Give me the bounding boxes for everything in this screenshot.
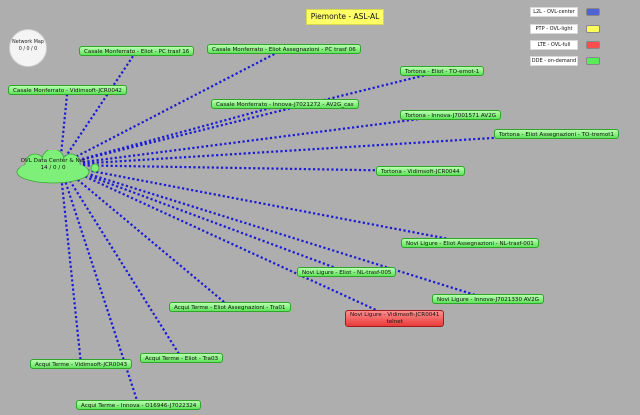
- node-acqui-vidimsoft[interactable]: Acqui Terme - Vidimsoft-JCR0043: [30, 359, 133, 369]
- node-tortona-eliot-assegnazioni[interactable]: Tortona - Eliot Assegnazioni - TO-tremot…: [494, 129, 620, 139]
- link-n16: [58, 164, 140, 406]
- node-tortona-innova[interactable]: Tortona - Innova-J7001571 AV2G: [400, 110, 502, 120]
- link-n14: [59, 164, 183, 359]
- link-n9: [59, 163, 471, 245]
- node-novi-eliot[interactable]: Novi Ligure - Eliot - NL-trasf-005: [297, 267, 397, 277]
- link-n15: [58, 164, 83, 365]
- legend-swatch-dde: [586, 57, 600, 65]
- link-n5: [59, 102, 286, 167]
- node-tortona-vidimsoft[interactable]: Tortona - Vidimsoft-JCR0044: [376, 166, 465, 176]
- node-casale-innova[interactable]: Casale Monferrato - Innova-J7021272 - AV…: [211, 99, 359, 109]
- link-n3: [58, 89, 69, 166]
- link-n2: [59, 48, 285, 166]
- datacenter-label: OVL Data Center & Net: [20, 158, 86, 164]
- legend-swatch-l2l: [586, 8, 600, 16]
- datacenter-counts: 14 / 0 / 0: [40, 165, 66, 171]
- node-casale-eliot-assegnazioni[interactable]: Casale Monferrato - Eliot Assegnazioni -…: [207, 44, 361, 54]
- node-tortona-eliot[interactable]: Tortona - Eliot - TO-emot-1: [400, 66, 485, 76]
- node-acqui-eliot[interactable]: Acqui Terme - Eliot - Tra03: [140, 353, 224, 363]
- node-acqui-innova[interactable]: Acqui Terme - Innova - O16946-J7022324: [76, 400, 202, 410]
- node-novi-vidimsoft-alarm[interactable]: Novi Ligure - Vidimsoft-JCR0041 telnet: [345, 310, 445, 327]
- link-n12: [59, 164, 395, 320]
- node-novi-eliot-assegnazioni[interactable]: Novi Ligure - Eliot Assegnazioni - NL-tr…: [401, 238, 539, 248]
- node-novi-innova[interactable]: Novi Ligure - Innova-J7021330 AV2G: [432, 294, 544, 304]
- map-title: Piemonte - ASL-AL: [306, 9, 384, 25]
- link-n13: [59, 164, 231, 308]
- node-acqui-eliot-assegnazioni[interactable]: Acqui Terme - Eliot Assegnazioni - Tra01: [169, 302, 291, 312]
- legend-swatch-lte: [586, 41, 600, 49]
- link-n6: [59, 113, 451, 167]
- link-n11: [59, 163, 489, 301]
- network-map-button[interactable]: Network Map 0 / 0 / 0: [9, 29, 47, 67]
- node-casale-eliot-pc16[interactable]: Casale Monferrato - Eliot - PC trasf 16: [79, 46, 195, 56]
- link-n10: [59, 163, 347, 274]
- datacenter-cloud-node[interactable]: OVL Data Center & Net 14 / 0 / 0: [15, 150, 103, 184]
- link-n1: [59, 50, 138, 166]
- cloud-icon: [16, 150, 100, 184]
- network-map-label: Network Map: [12, 40, 44, 45]
- network-map-counts: 0 / 0 / 0: [18, 47, 38, 52]
- legend-swatch-ptp: [586, 25, 600, 33]
- link-n7: [59, 132, 557, 167]
- link-n8: [59, 163, 421, 173]
- link-n4: [59, 69, 443, 167]
- node-casale-vidimsoft[interactable]: Casale Monferrato - Vidimsoft-JCR0042: [8, 85, 127, 95]
